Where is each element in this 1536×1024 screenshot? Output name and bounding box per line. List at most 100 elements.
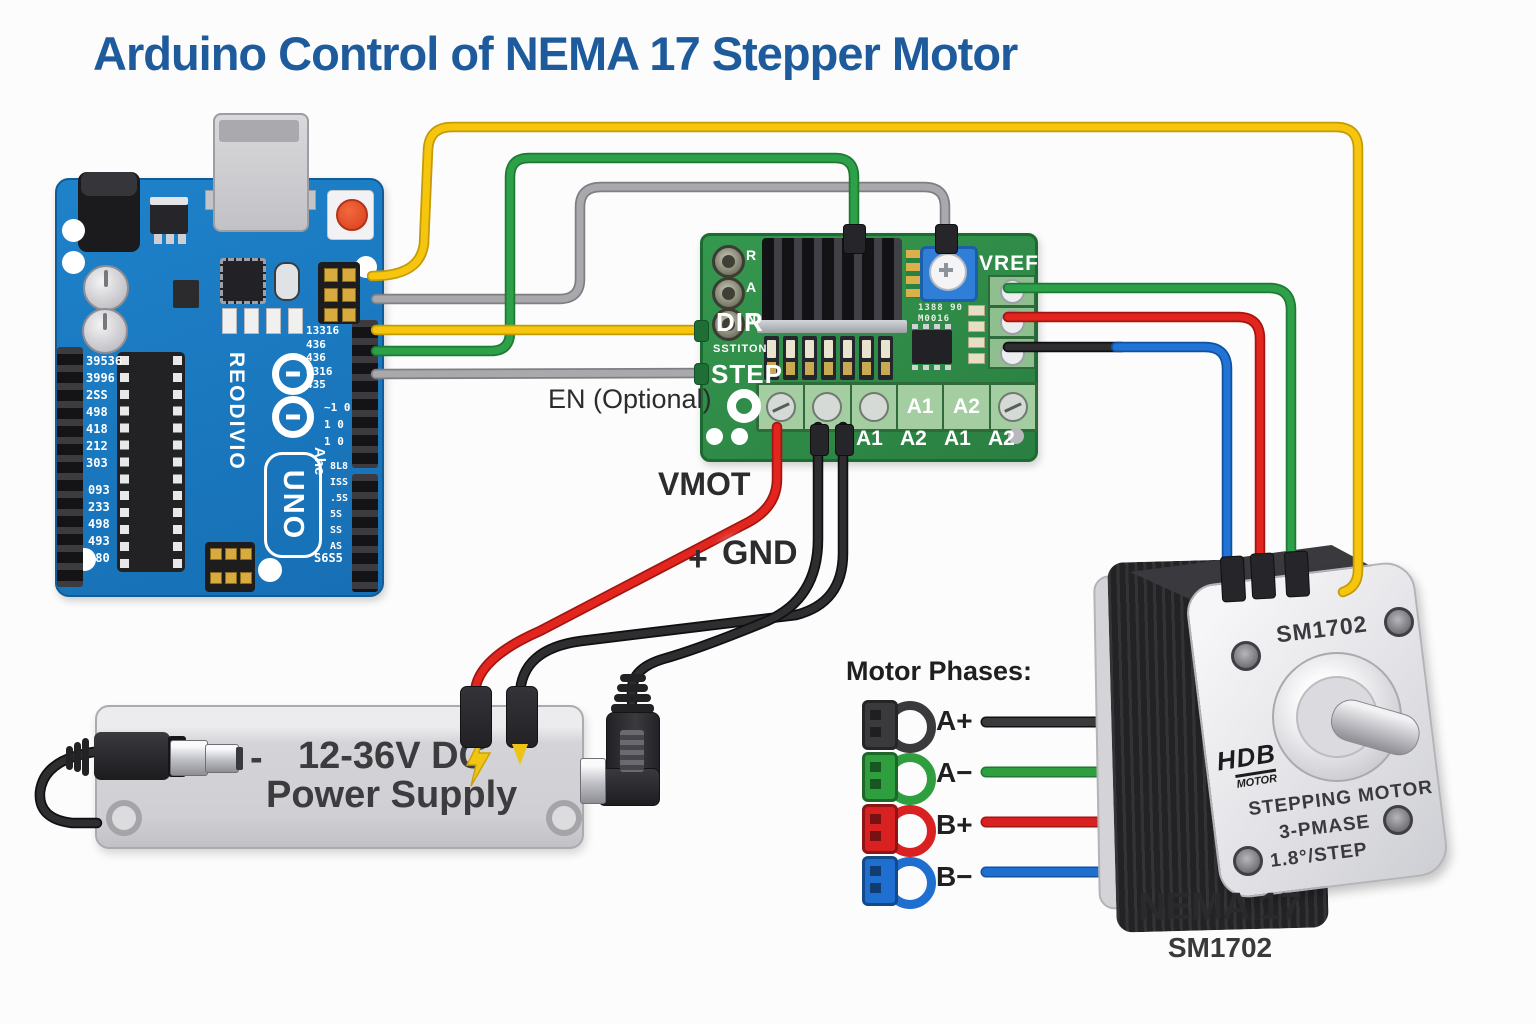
wire-gray-step bbox=[372, 369, 707, 378]
phase-label-b-minus: B− bbox=[936, 861, 973, 892]
pinout-label: A1 bbox=[944, 427, 971, 450]
jumper-pad bbox=[342, 308, 356, 322]
smd-ic bbox=[912, 330, 952, 364]
pin-label: 493 bbox=[88, 534, 110, 548]
left-pin-header bbox=[57, 347, 83, 587]
ic-pins bbox=[912, 324, 952, 329]
smd-capacitor bbox=[968, 353, 985, 364]
jumper-pad bbox=[324, 308, 338, 322]
step-label: STEP bbox=[711, 359, 783, 389]
pin-label: 13316 bbox=[306, 324, 340, 337]
power-terminal-block: A1 A2 bbox=[756, 382, 1038, 432]
pin-label: .5S bbox=[330, 493, 349, 504]
connector-rib bbox=[611, 704, 654, 713]
dc-barrel-plug bbox=[94, 732, 170, 780]
motor-phases-title: Motor Phases: bbox=[846, 656, 1033, 686]
dip-switch[interactable] bbox=[821, 336, 836, 380]
smd-resistor bbox=[266, 308, 281, 334]
phase-label-b-plus: B+ bbox=[936, 809, 973, 840]
pin-label: 39536 bbox=[86, 354, 123, 368]
usb-connector-band bbox=[219, 120, 299, 142]
wire-stub bbox=[810, 424, 829, 456]
arduino-logo bbox=[272, 396, 314, 438]
ic-pins bbox=[912, 365, 952, 370]
jack-collar bbox=[580, 758, 606, 804]
pin-label: 3996 bbox=[86, 371, 115, 385]
jumper-pad bbox=[324, 288, 338, 302]
motor-caption-model: SM1702 bbox=[1167, 932, 1273, 963]
smd-ic bbox=[173, 280, 199, 308]
arduino-right-pin-labels: 13316 436 436 4316 435 bbox=[306, 324, 339, 392]
plug-sleeve bbox=[170, 740, 208, 776]
supply-negative-plug bbox=[506, 686, 538, 748]
lightning-icon bbox=[465, 736, 492, 787]
jumper-pad bbox=[342, 268, 356, 282]
supply-name-label: Power Supply bbox=[266, 774, 518, 816]
wire-stub bbox=[935, 224, 958, 254]
phase-connector-icon bbox=[862, 752, 898, 802]
pin-label: AS bbox=[330, 541, 343, 552]
plus-annotation: + bbox=[688, 540, 708, 578]
plug-rib bbox=[82, 738, 89, 776]
dip-switch[interactable] bbox=[859, 336, 874, 380]
wire-red-vmot bbox=[471, 423, 781, 714]
dip-switch[interactable] bbox=[764, 336, 779, 380]
terminal-cell bbox=[759, 385, 806, 429]
dip-switch[interactable] bbox=[802, 336, 817, 380]
arduino-left-pin-labels: 39536 3996 2SS 498 418 212 303 bbox=[86, 353, 122, 472]
wire-blue-motor bbox=[1112, 343, 1231, 587]
microstep-label: SSTITON bbox=[713, 343, 768, 355]
pinout-label: A1 bbox=[856, 427, 883, 450]
terminal-cell-a1: A1 bbox=[898, 385, 945, 429]
pin-label: 8L8 bbox=[330, 461, 349, 472]
smd-ic bbox=[220, 258, 266, 304]
terminal-cell-a2: A2 bbox=[944, 385, 991, 429]
faceplate-screw bbox=[1233, 846, 1263, 876]
case-screw bbox=[106, 800, 142, 836]
icsp-pad bbox=[210, 572, 222, 584]
pin-label: 436 bbox=[306, 351, 326, 364]
connector-rib bbox=[617, 684, 648, 692]
wire-black-gnd1 bbox=[516, 423, 847, 716]
terminal-cell bbox=[991, 385, 1035, 429]
pin-label: 212 bbox=[86, 439, 108, 453]
mounting-hole bbox=[62, 251, 85, 274]
smd-capacitor bbox=[968, 321, 985, 332]
motor-wire-stub bbox=[1249, 552, 1277, 600]
screw-terminal bbox=[712, 277, 745, 310]
jumper-pad bbox=[324, 268, 338, 282]
plug-elbow bbox=[598, 768, 660, 806]
arduino-left-pin-labels-2: 093 233 498 493 180 bbox=[88, 482, 110, 567]
wire-green-top bbox=[372, 154, 858, 355]
faceplate-screw bbox=[1383, 805, 1413, 835]
wire-stub bbox=[843, 224, 866, 254]
icsp-pad bbox=[240, 572, 252, 584]
icsp-pad bbox=[210, 548, 222, 560]
pin-label: 303 bbox=[86, 456, 108, 470]
icsp-pad bbox=[225, 572, 237, 584]
pin-label: S6S5 bbox=[314, 551, 343, 565]
vmot-annotation: VMOT bbox=[658, 466, 751, 502]
right-pin-header bbox=[352, 320, 378, 468]
crystal bbox=[274, 262, 300, 301]
vref-label: VREF bbox=[979, 252, 1040, 275]
regulator-leg bbox=[178, 234, 186, 244]
screw-terminal bbox=[712, 308, 745, 341]
supply-minus-label: - bbox=[250, 737, 263, 779]
dip-switch[interactable] bbox=[840, 336, 855, 380]
dip-switch[interactable] bbox=[783, 336, 798, 380]
input-pin-dir bbox=[694, 320, 709, 342]
capacitor bbox=[82, 308, 128, 354]
right-pin-header bbox=[352, 474, 378, 592]
pin-label: 498 bbox=[88, 517, 110, 531]
reset-button[interactable] bbox=[336, 199, 368, 231]
mounting-hole bbox=[706, 428, 723, 445]
phase-label-a-minus: A− bbox=[936, 757, 973, 788]
pin-label: 093 bbox=[88, 483, 110, 497]
trim-pot-screw[interactable] bbox=[929, 253, 967, 291]
dir-label: DIR bbox=[716, 307, 764, 337]
faceplate-screw bbox=[1231, 641, 1261, 671]
dip-switch[interactable] bbox=[878, 336, 893, 380]
plug-tip-sleeve bbox=[205, 744, 239, 773]
